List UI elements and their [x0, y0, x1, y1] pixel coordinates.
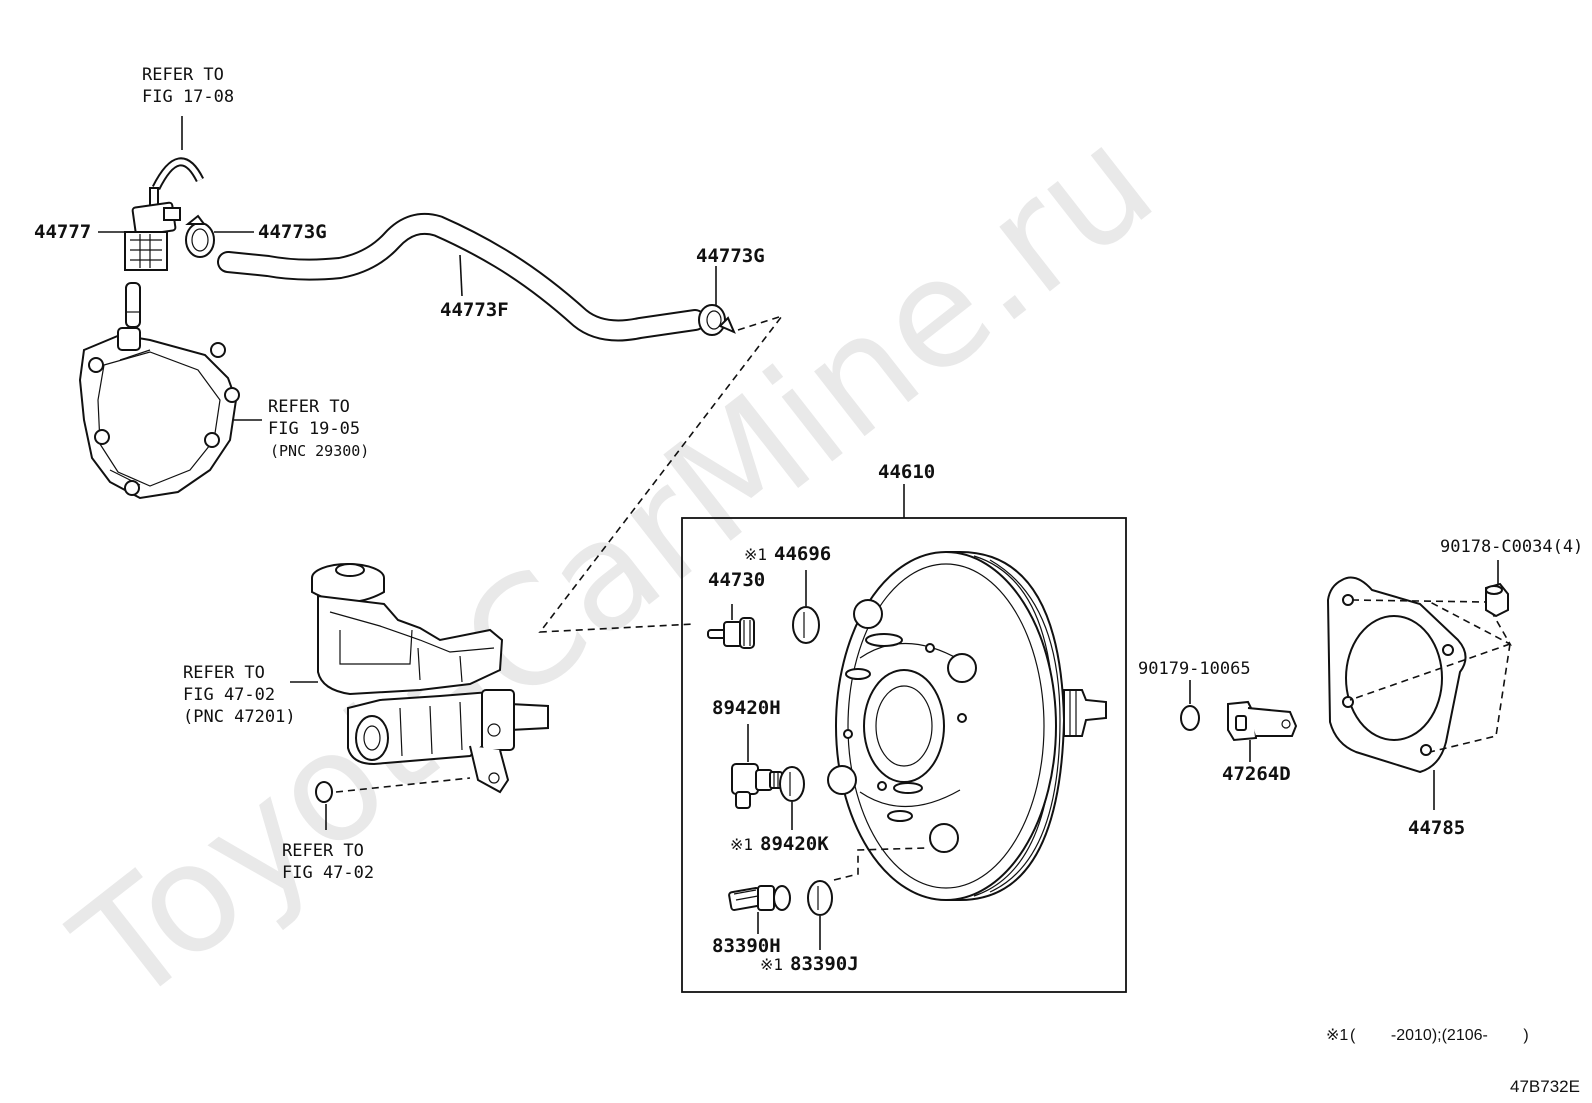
part-number-44730[interactable]: 44730	[708, 569, 765, 591]
vacuum-pump-group	[78, 116, 262, 500]
diagram-id: 47B732E	[1510, 1077, 1580, 1096]
hose-clamp-icon	[698, 304, 736, 336]
mark-symbol: ※1	[730, 835, 753, 854]
part-number-83390H[interactable]: 83390H	[712, 935, 781, 957]
gasket-44785-icon	[1326, 576, 1467, 774]
master-cylinder-icon	[311, 563, 549, 794]
callout-line: FIG 19-05	[268, 419, 360, 439]
sensor-83390H-icon	[728, 885, 791, 911]
callout-line: REFER TO	[282, 841, 364, 861]
mark-symbol: ※1	[744, 545, 767, 564]
callout-ref-fig-19-05[interactable]: REFER TO FIG 19-05 (PNC 29300)	[268, 397, 369, 460]
part-number-83390J[interactable]: 83390J	[790, 953, 859, 975]
leader-line	[459, 254, 463, 297]
clevis-47264D-icon	[1227, 700, 1298, 742]
part-number-44777[interactable]: 44777	[34, 221, 91, 243]
check-valve-44730-icon	[707, 617, 755, 649]
vacuum-hose-icon	[217, 212, 706, 342]
part-number-44696[interactable]: 44696	[774, 543, 831, 565]
part-number-89420K[interactable]: 89420K	[760, 833, 829, 855]
part-number-90179-10065[interactable]: 90179-10065	[1138, 659, 1251, 679]
callout-ref-fig-47-02[interactable]: REFER TO FIG 47-02	[282, 841, 374, 883]
part-number-44785[interactable]: 44785	[1408, 817, 1465, 839]
footnote-text: ( -2010);(2106- )	[1350, 1027, 1529, 1044]
part-number-44773G-right[interactable]: 44773G	[696, 245, 765, 267]
dashed-connection	[1349, 599, 1513, 753]
part-number-47264D[interactable]: 47264D	[1222, 763, 1291, 785]
callout-ref-fig-17-08[interactable]: REFER TO FIG 17-08	[142, 65, 234, 107]
callout-line: FIG 17-08	[142, 87, 234, 107]
footnote: ※1 ( -2010);(2106- )	[1326, 1027, 1529, 1044]
sensor-89420H-icon	[731, 724, 783, 809]
dashed-connection	[335, 777, 471, 793]
check-valve-icon	[124, 187, 181, 328]
part-number-90178-C0034[interactable]: 90178-C0034(4)	[1440, 537, 1583, 557]
callout-line: (PNC 29300)	[270, 442, 369, 460]
callout-line: FIG 47-02	[282, 863, 374, 883]
watermark: ToyotaCarMine.ru	[44, 94, 1185, 1038]
dashed-connection	[538, 314, 785, 633]
callout-ref-fig-47-02-pnc[interactable]: REFER TO FIG 47-02 (PNC 47201)	[183, 663, 296, 727]
hose-clamp-icon	[185, 214, 215, 258]
grommet-89420K-icon	[779, 766, 805, 802]
brake-booster-icon	[827, 551, 1107, 901]
grommet-icon	[315, 781, 333, 803]
callout-line: FIG 47-02	[183, 685, 275, 705]
grommet-83390J-icon	[807, 880, 833, 916]
dashed-connection	[833, 847, 927, 881]
mark-symbol: ※1	[760, 955, 783, 974]
part-number-89420H[interactable]: 89420H	[712, 697, 781, 719]
grommet-44696-icon	[792, 606, 820, 644]
callout-line: (PNC 47201)	[183, 707, 296, 727]
part-number-44610[interactable]: 44610	[878, 461, 935, 483]
callout-line: REFER TO	[142, 65, 224, 85]
part-number-44773F[interactable]: 44773F	[440, 299, 509, 321]
footnote-mark: ※1	[1326, 1027, 1348, 1044]
part-number-44773G-left[interactable]: 44773G	[258, 221, 327, 243]
nut-90178-icon	[1485, 582, 1509, 618]
callout-line: REFER TO	[268, 397, 350, 417]
vacuum-pump-icon	[78, 327, 240, 500]
callout-line: REFER TO	[183, 663, 265, 683]
clip-90179-icon	[1180, 705, 1200, 731]
